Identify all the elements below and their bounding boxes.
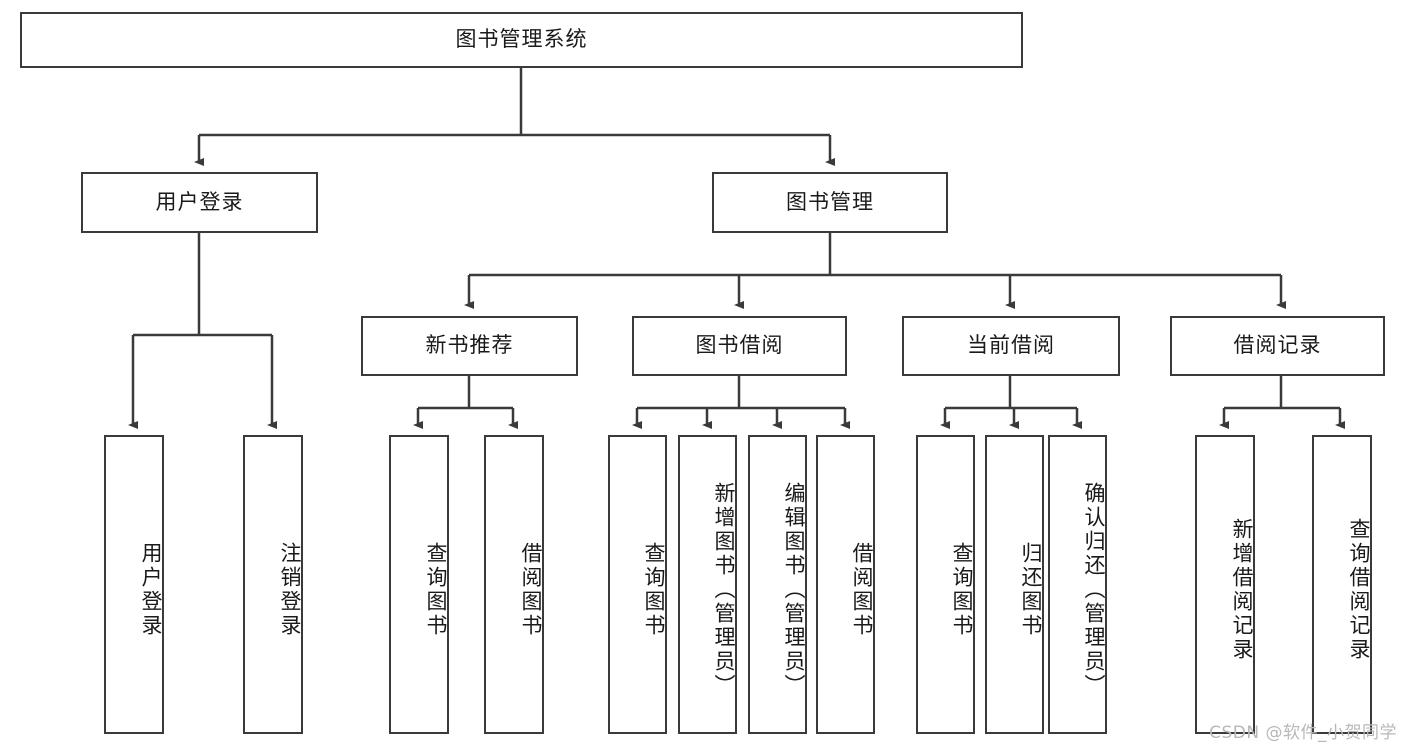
node-leaf-query-book-1[interactable]: 查询图书 (389, 435, 449, 734)
node-leaf-query-book-2-label: 查询图书 (642, 541, 666, 638)
node-leaf-edit-book-label: 编辑图书（管理员） (782, 481, 806, 698)
node-new-book-recommend[interactable]: 新书推荐 (361, 316, 578, 376)
node-book-borrow-label: 图书借阅 (695, 333, 784, 358)
node-leaf-user-login[interactable]: 用户登录 (104, 435, 164, 734)
node-leaf-borrow-book-2-label: 借阅图书 (850, 541, 874, 638)
node-leaf-edit-book[interactable]: 编辑图书（管理员） (748, 435, 807, 734)
node-borrow-record[interactable]: 借阅记录 (1170, 316, 1385, 376)
node-leaf-confirm-return[interactable]: 确认归还（管理员） (1048, 435, 1107, 734)
node-user-login-label: 用户登录 (155, 189, 244, 214)
node-borrow-record-label: 借阅记录 (1233, 333, 1322, 358)
node-book-manage[interactable]: 图书管理 (712, 172, 948, 233)
node-leaf-add-record[interactable]: 新增借阅记录 (1195, 435, 1255, 734)
node-leaf-query-book-1-label: 查询图书 (424, 541, 448, 638)
node-leaf-user-login-label: 用户登录 (139, 541, 163, 638)
node-leaf-query-record[interactable]: 查询借阅记录 (1312, 435, 1372, 734)
node-leaf-add-book-label: 新增图书（管理员） (712, 481, 736, 698)
node-root[interactable]: 图书管理系统 (20, 12, 1023, 68)
node-leaf-query-book-3-label: 查询图书 (950, 541, 974, 638)
node-current-borrow-label: 当前借阅 (967, 333, 1055, 358)
node-leaf-user-logout[interactable]: 注销登录 (243, 435, 303, 734)
node-leaf-borrow-book-2[interactable]: 借阅图书 (816, 435, 875, 734)
node-leaf-confirm-return-label: 确认归还（管理员） (1082, 481, 1106, 698)
node-leaf-query-book-2[interactable]: 查询图书 (608, 435, 667, 734)
node-leaf-query-book-3[interactable]: 查询图书 (916, 435, 975, 734)
node-leaf-return-book[interactable]: 归还图书 (985, 435, 1044, 734)
node-current-borrow[interactable]: 当前借阅 (902, 316, 1120, 376)
node-root-label: 图书管理系统 (455, 27, 588, 52)
node-book-borrow[interactable]: 图书借阅 (632, 316, 847, 376)
node-user-login[interactable]: 用户登录 (81, 172, 318, 233)
watermark: CSDN @软件_小贺同学 (1209, 723, 1397, 743)
node-leaf-borrow-book-1[interactable]: 借阅图书 (484, 435, 544, 734)
node-leaf-query-record-label: 查询借阅记录 (1347, 517, 1371, 662)
node-leaf-borrow-book-1-label: 借阅图书 (519, 541, 543, 638)
node-book-manage-label: 图书管理 (786, 189, 874, 214)
node-leaf-user-logout-label: 注销登录 (278, 541, 302, 638)
node-new-book-recommend-label: 新书推荐 (425, 333, 514, 358)
node-leaf-add-book[interactable]: 新增图书（管理员） (678, 435, 737, 734)
node-leaf-add-record-label: 新增借阅记录 (1230, 517, 1254, 662)
node-leaf-return-book-label: 归还图书 (1019, 541, 1043, 638)
